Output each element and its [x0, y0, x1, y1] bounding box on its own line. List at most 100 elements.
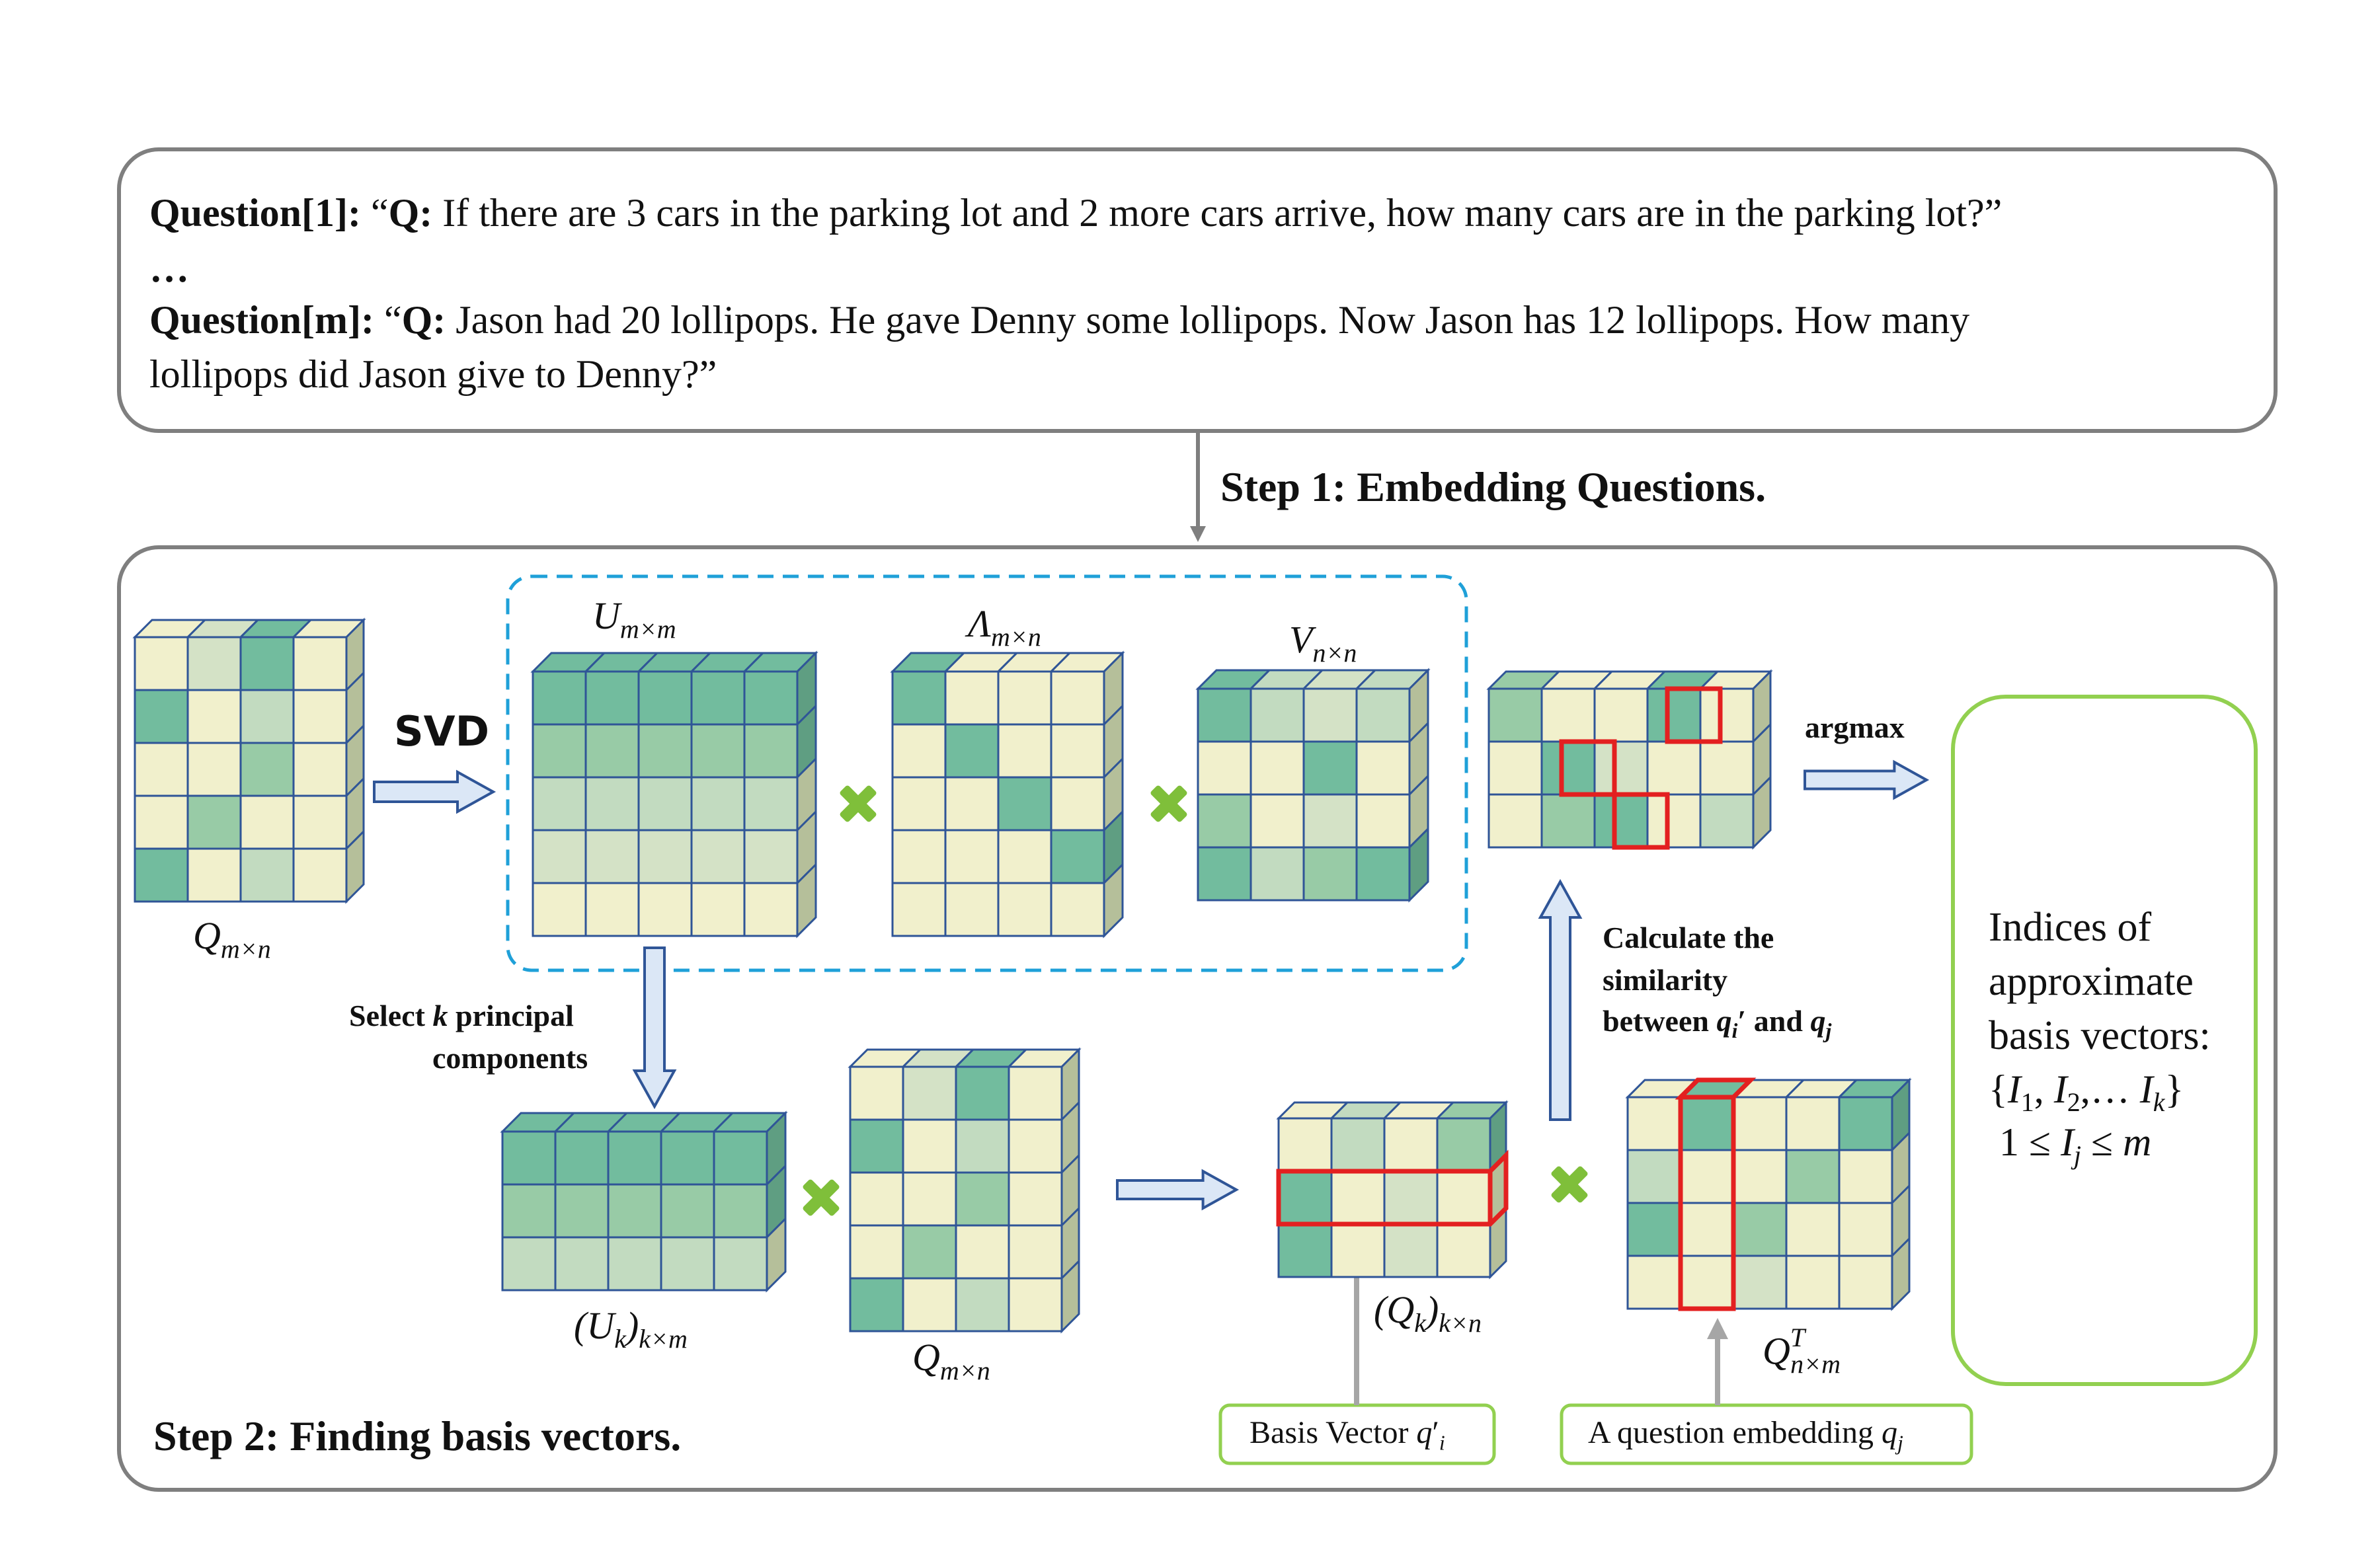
- matrix-similarity-cell: [1646, 793, 1702, 849]
- matrix-q-mn-cell: [134, 689, 189, 744]
- matrix-qt-nm-cell: [1838, 1254, 1893, 1310]
- matrix-qt-nm-cell: [1785, 1254, 1841, 1310]
- matrix-uk-km-cell: [501, 1183, 557, 1239]
- question-1-text: If there are 3 cars in the parking lot a…: [432, 191, 2003, 235]
- matrix-q-mn2-cell: [902, 1171, 957, 1227]
- matrix-qt-nm-cell: [1732, 1149, 1788, 1204]
- highlight-question-column: [1675, 1077, 1757, 1311]
- basis-vector-label: Basis Vector q′i: [1250, 1414, 1445, 1455]
- matrix-similarity-cell: [1540, 740, 1596, 796]
- cond-1: 1 ≤: [1999, 1120, 2061, 1164]
- q-mn2-label: Qm×n: [912, 1335, 990, 1386]
- basis-vector-prime: ′: [1432, 1415, 1439, 1450]
- matrix-u-mm-cell: [584, 882, 640, 937]
- set-i1: I: [2007, 1067, 2021, 1111]
- matrix-uk-km-cell: [713, 1183, 768, 1239]
- question-ellipsis: …: [149, 242, 189, 295]
- question-embedding-sub: j: [1897, 1430, 1903, 1455]
- matrix-q-mn2-cell: [955, 1065, 1010, 1121]
- v-nn-sub: n×n: [1312, 638, 1357, 668]
- matrix-v-nn: [1195, 668, 1431, 903]
- result-set: {I1, I2,… Ik}: [1989, 1067, 2184, 1118]
- matrix-v-nn-cell: [1355, 793, 1411, 849]
- matrix-q-mn-cell: [186, 847, 242, 903]
- matrix-qt-nm-cell: [1679, 1096, 1735, 1151]
- matrix-lambda-mn: [890, 650, 1125, 939]
- matrix-lambda-mn-cell: [891, 776, 947, 831]
- highlight-basis-row: [1276, 1149, 1509, 1227]
- calc-line1: Calculate the: [1603, 921, 1774, 954]
- svd-arrow: [373, 769, 496, 814]
- calc-line3: between qi′ and qj: [1603, 1003, 1831, 1043]
- matrix-q-mn2-cell: [849, 1277, 904, 1332]
- result-line1: Indices of: [1989, 905, 2152, 950]
- matrix-u-mm-cell: [690, 882, 746, 937]
- calc-and: and: [1746, 1004, 1811, 1038]
- matrix-qt-nm-cell: [1838, 1149, 1893, 1204]
- q-mn2-sub: m×n: [939, 1356, 990, 1385]
- set-2: 2: [2067, 1087, 2081, 1117]
- matrix-q-mn-cell: [186, 636, 242, 691]
- cond-i: I: [2060, 1120, 2074, 1164]
- multiply-cross-4: [1551, 1166, 1588, 1203]
- question-m-line2: lollipops did Jason give to Denny?”: [149, 348, 717, 401]
- matrix-q-mn-cell: [134, 794, 189, 850]
- matrix-uk-km-cell: [607, 1130, 662, 1186]
- lambda-mn-label: Λm×n: [968, 601, 1041, 652]
- set-1: 1: [2020, 1087, 2034, 1117]
- matrix-qt-nm-cell: [1626, 1096, 1682, 1151]
- result-line2: approximate: [1989, 959, 2194, 1004]
- matrix-qt-nm-cell: [1626, 1202, 1682, 1257]
- q-mn-base: Q: [193, 914, 221, 957]
- matrix-similarity-cell: [1646, 687, 1702, 743]
- matrix-qt-nm: [1625, 1077, 1912, 1311]
- matrix-lambda-mn-cell: [1050, 723, 1105, 779]
- question-embedding-text: A question embedding: [1588, 1415, 1882, 1450]
- matrix-v-nn-cell: [1250, 740, 1305, 796]
- cond-rest: ≤: [2081, 1120, 2123, 1164]
- matrix-lambda-mn-cell: [891, 829, 947, 884]
- qt-nm-label: QTn×m: [1763, 1323, 1841, 1379]
- matrix-q-mn-cell: [239, 742, 295, 797]
- qk-base: (Q: [1374, 1288, 1415, 1331]
- matrix-v-nn-cell: [1355, 846, 1411, 902]
- basis-vector-q: q: [1416, 1415, 1433, 1450]
- matrix-similarity-cell: [1540, 793, 1596, 849]
- select-k-label-line1: Select k principal: [349, 998, 574, 1033]
- u-mm-base: U: [592, 594, 620, 637]
- matrix-u-mm-cell: [690, 776, 746, 831]
- cond-m: m: [2122, 1120, 2152, 1164]
- u-mm-label: Um×m: [592, 594, 676, 644]
- matrix-similarity-cell: [1699, 740, 1755, 796]
- matrix-u-mm-cell: [532, 829, 587, 884]
- matrix-q-mn-cell: [292, 636, 348, 691]
- matrix-u-mm-cell: [690, 670, 746, 726]
- result-condition: 1 ≤ Ij ≤ m: [1999, 1120, 2151, 1171]
- matrix-qk-kn-cell: [1330, 1117, 1386, 1173]
- matrix-lambda-mn-cell: [997, 670, 1052, 726]
- matrix-u-mm: [530, 650, 818, 939]
- matrix-q-mn2-cell: [849, 1065, 904, 1121]
- matrix-qt-nm-cell: [1679, 1149, 1735, 1204]
- matrix-similarity-cell: [1593, 740, 1649, 796]
- matrix-q-mn: [132, 617, 366, 904]
- matrix-u-mm-cell: [584, 776, 640, 831]
- matrix-u-mm-cell: [532, 670, 587, 726]
- matrix-u-mm-cell: [584, 829, 640, 884]
- matrix-q-mn-cell: [292, 847, 348, 903]
- matrix-u-mm-cell: [532, 882, 587, 937]
- ellipsis: …: [149, 247, 189, 290]
- matrix-lambda-mn-cell: [1050, 882, 1105, 937]
- question-1-label: Question[1]:: [149, 191, 361, 235]
- matrix-q-mn2-cell: [1008, 1118, 1063, 1174]
- matrix-lambda-mn-cell: [997, 882, 1052, 937]
- matrix-qt-nm-cell: [1732, 1254, 1788, 1310]
- matrix-lambda-mn-cell: [997, 776, 1052, 831]
- matrix-lambda-mn-cell: [997, 829, 1052, 884]
- matrix-u-mm-cell: [637, 829, 693, 884]
- matrix-v-nn-cell: [1250, 793, 1305, 849]
- matrix-u-mm-cell: [637, 723, 693, 779]
- question-embedding-box: [1560, 1403, 1973, 1465]
- matrix-q-mn-cell: [134, 636, 189, 691]
- matrix-similarity: [1486, 669, 1773, 850]
